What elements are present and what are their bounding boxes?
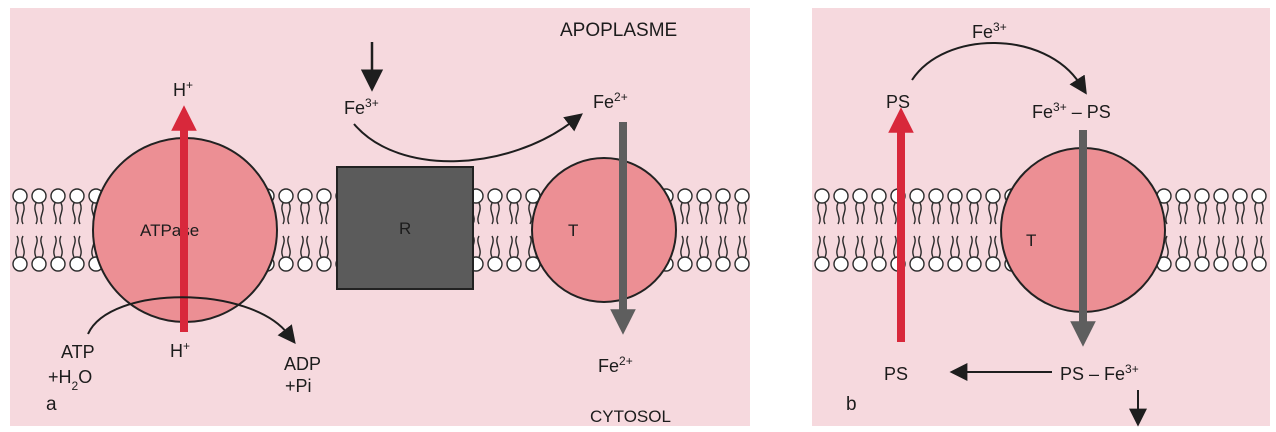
lipid-head: [678, 189, 692, 203]
lipid-head: [872, 257, 886, 271]
lipid-head: [716, 189, 730, 203]
ps-top-label: PS: [886, 92, 910, 112]
lipid-head: [910, 189, 924, 203]
atpase-label: ATPase: [140, 221, 199, 240]
transporter-a-protein: [532, 158, 676, 302]
lipid-head: [1233, 257, 1247, 271]
lipid-head: [1233, 189, 1247, 203]
pi-label: +Pi: [285, 376, 312, 396]
lipid-head: [967, 257, 981, 271]
lipid-head: [948, 257, 962, 271]
lipid-head: [948, 189, 962, 203]
lipid-head: [1195, 257, 1209, 271]
lipid-head: [70, 189, 84, 203]
lipid-head: [488, 189, 502, 203]
lipid-head: [13, 189, 27, 203]
transporter-a-label: T: [568, 221, 578, 240]
lipid-head: [678, 257, 692, 271]
lipid-head: [317, 189, 331, 203]
apoplasm-label: APOPLASME: [560, 20, 677, 41]
adp-label: ADP: [284, 354, 321, 374]
lipid-head: [834, 189, 848, 203]
ps-bottom-label: PS: [884, 364, 908, 384]
lipid-head: [967, 189, 981, 203]
lipid-head: [716, 257, 730, 271]
atp-label: ATP: [61, 342, 95, 362]
lipid-head: [1214, 257, 1228, 271]
lipid-head: [507, 257, 521, 271]
lipid-head: [298, 189, 312, 203]
panel-a-letter: a: [46, 394, 57, 415]
lipid-head: [735, 189, 749, 203]
lipid-head: [32, 257, 46, 271]
lipid-head: [735, 257, 749, 271]
lipid-head: [32, 189, 46, 203]
lipid-head: [1176, 257, 1190, 271]
lipid-head: [51, 189, 65, 203]
lipid-head: [1214, 189, 1228, 203]
lipid-head: [815, 189, 829, 203]
complex-top-label: Fe3+ – PS: [1032, 100, 1111, 122]
lipid-head: [1176, 189, 1190, 203]
lipid-head: [1195, 189, 1209, 203]
lipid-head: [1252, 257, 1266, 271]
lipid-head: [13, 257, 27, 271]
lipid-head: [279, 189, 293, 203]
lipid-head: [1252, 189, 1266, 203]
lipid-head: [279, 257, 293, 271]
lipid-head: [51, 257, 65, 271]
reductase-label: R: [399, 219, 411, 238]
lipid-head: [910, 257, 924, 271]
lipid-head: [317, 257, 331, 271]
panel-b-letter: b: [846, 394, 857, 415]
lipid-head: [929, 257, 943, 271]
lipid-head: [815, 257, 829, 271]
lipid-head: [853, 257, 867, 271]
lipid-head: [872, 189, 886, 203]
lipid-head: [986, 257, 1000, 271]
lipid-head: [507, 189, 521, 203]
transporter-b-label: T: [1026, 231, 1036, 250]
lipid-head: [488, 257, 502, 271]
lipid-head: [298, 257, 312, 271]
lipid-head: [853, 189, 867, 203]
lipid-head: [697, 189, 711, 203]
cytosol-label: CYTOSOL: [590, 407, 671, 426]
lipid-head: [986, 189, 1000, 203]
lipid-head: [70, 257, 84, 271]
lipid-head: [697, 257, 711, 271]
lipid-head: [834, 257, 848, 271]
lipid-head: [929, 189, 943, 203]
